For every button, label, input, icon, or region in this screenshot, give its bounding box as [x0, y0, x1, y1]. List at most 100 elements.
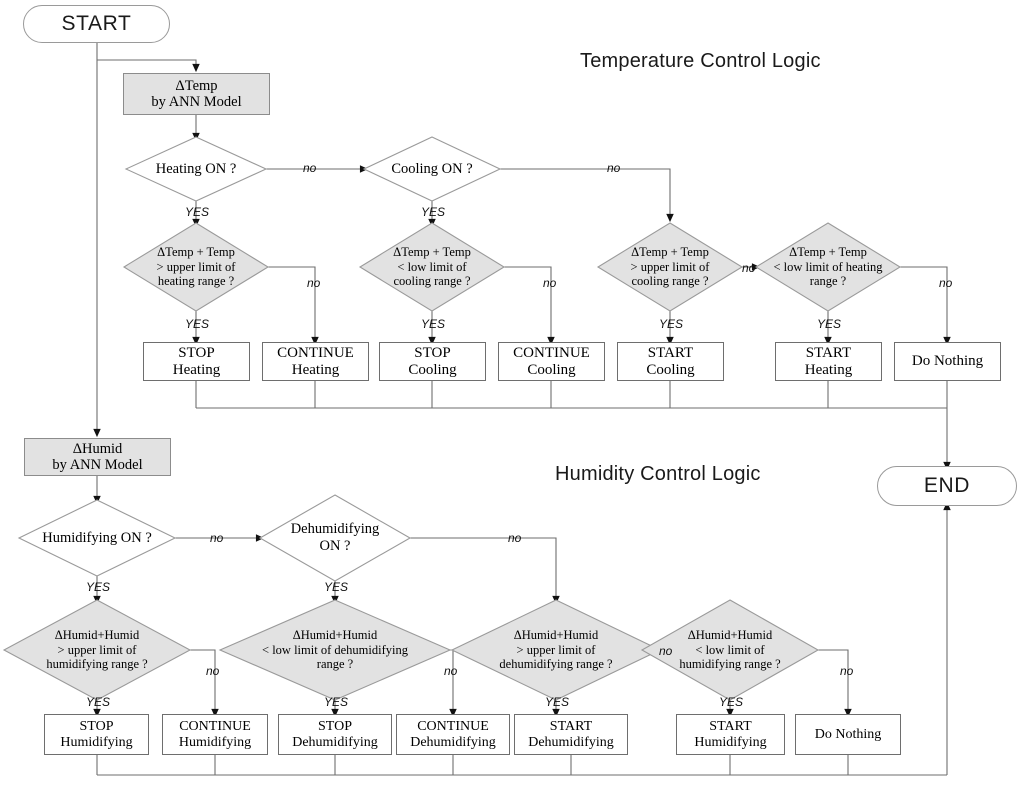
decision-line-1: ΔHumid+Humid	[513, 628, 599, 643]
action-line-2: Dehumidifying	[292, 734, 378, 750]
action-do-nothing-humidity[interactable]: Do Nothing	[795, 714, 901, 755]
action-do-nothing-temperature[interactable]: Do Nothing	[894, 342, 1001, 381]
action-line-1: Do Nothing	[911, 353, 984, 370]
decision-heating-on[interactable]: Heating ON ?	[155, 160, 237, 177]
terminator-start[interactable]: START	[23, 5, 170, 43]
action-line-1: STOP	[318, 718, 352, 734]
action-start-humidifying[interactable]: START Humidifying	[676, 714, 785, 755]
action-line-1: START	[549, 718, 593, 734]
action-line-2: Dehumidifying	[410, 734, 496, 750]
decision-line-2: > upper limit of	[57, 642, 137, 657]
action-continue-dehumidifying[interactable]: CONTINUE Dehumidifying	[396, 714, 510, 755]
section-title-humidity: Humidity Control Logic	[555, 463, 761, 485]
action-line-1: CONTINUE	[179, 718, 251, 734]
action-line-1: CONTINUE	[277, 344, 354, 361]
edge-label-no: no	[607, 161, 621, 175]
decision-line-1: ΔHumid+Humid	[687, 628, 773, 643]
edge-label-yes: YES	[659, 317, 684, 331]
decision-humid-below-dehumidifying-low[interactable]: ΔHumid+Humid < low limit of dehumidifyin…	[226, 624, 444, 676]
edge-label-no: no	[210, 531, 224, 545]
edge-label-no: no	[840, 664, 854, 678]
decision-humidifying-on[interactable]: Humidifying ON ?	[42, 529, 152, 546]
decision-line-2: > upper limit of	[516, 642, 596, 657]
decision-line-1: ΔTemp + Temp	[157, 245, 235, 260]
process-delta-temp-line1: ΔTemp	[175, 77, 218, 94]
decision-line-3: cooling range ?	[393, 274, 471, 289]
decision-line-3: dehumidifying range ?	[499, 657, 613, 672]
decision-line-2: ON ?	[319, 538, 351, 554]
decision-line-2: < low limit of dehumidifying	[262, 642, 408, 657]
action-stop-heating[interactable]: STOP Heating	[143, 342, 250, 381]
decision-humid-above-dehumidifying-upper[interactable]: ΔHumid+Humid > upper limit of dehumidify…	[462, 624, 650, 676]
section-title-temperature: Temperature Control Logic	[580, 50, 821, 72]
action-line-2: Heating	[172, 361, 221, 378]
edge-label-yes: YES	[719, 695, 744, 709]
decision-line-2: < low limit of	[695, 642, 765, 657]
process-delta-humid-ann[interactable]: ΔHumid by ANN Model	[24, 438, 171, 476]
edge-label-no: no	[742, 261, 756, 275]
action-start-heating[interactable]: START Heating	[775, 342, 882, 381]
action-continue-cooling[interactable]: CONTINUE Cooling	[498, 342, 605, 381]
action-line-2: Cooling	[408, 361, 457, 378]
action-line-1: START	[805, 344, 852, 361]
decision-line-3: humidifying range ?	[679, 657, 781, 672]
decision-line-3: cooling range ?	[631, 274, 709, 289]
action-continue-heating[interactable]: CONTINUE Heating	[262, 342, 369, 381]
decision-temp-above-cooling-upper[interactable]: ΔTemp + Temp > upper limit of cooling ra…	[602, 241, 738, 293]
decision-line-2: > upper limit of	[156, 259, 236, 274]
process-delta-humid-line1: ΔHumid	[72, 440, 123, 457]
action-stop-humidifying[interactable]: STOP Humidifying	[44, 714, 149, 755]
edge-label-yes: YES	[324, 695, 349, 709]
action-line-2: Humidifying	[694, 734, 767, 750]
process-delta-temp-ann[interactable]: ΔTemp by ANN Model	[123, 73, 270, 115]
decision-line-1: ΔHumid+Humid	[54, 628, 140, 643]
edge-label-yes: YES	[817, 317, 842, 331]
decision-line-2: < low limit of	[397, 259, 467, 274]
decision-temp-above-heating-upper[interactable]: ΔTemp + Temp > upper limit of heating ra…	[128, 241, 264, 293]
edge-label-no: no	[206, 664, 220, 678]
action-line-2: Humidifying	[60, 734, 133, 750]
action-stop-dehumidifying[interactable]: STOP Dehumidifying	[278, 714, 392, 755]
action-line-1: STOP	[178, 344, 215, 361]
edge-label-yes: YES	[421, 317, 446, 331]
decision-line-2: > upper limit of	[630, 259, 710, 274]
decision-temp-below-cooling-low[interactable]: ΔTemp + Temp < low limit of cooling rang…	[364, 241, 500, 293]
edge-label-no: no	[543, 276, 557, 290]
edge-label-yes: YES	[545, 695, 570, 709]
action-line-2: Humidifying	[178, 734, 252, 750]
action-start-cooling[interactable]: START Cooling	[617, 342, 724, 381]
action-stop-cooling[interactable]: STOP Cooling	[379, 342, 486, 381]
decision-line-3: heating range ?	[157, 274, 235, 289]
edge-label-yes: YES	[185, 205, 210, 219]
decision-line-1: ΔHumid+Humid	[292, 628, 378, 643]
edge-label-no: no	[444, 664, 458, 678]
terminator-end[interactable]: END	[877, 466, 1017, 506]
action-line-2: Cooling	[646, 361, 695, 378]
process-delta-humid-line2: by ANN Model	[52, 457, 143, 473]
decision-line-1: Dehumidifying	[290, 521, 380, 538]
action-line-2: Cooling	[527, 361, 576, 378]
decision-line-3: range ?	[809, 274, 847, 289]
action-line-2: Heating	[291, 361, 340, 378]
action-line-1: STOP	[414, 344, 451, 361]
action-line-1: CONTINUE	[417, 718, 489, 734]
edge-label-yes: YES	[324, 580, 349, 594]
decision-line-3: humidifying range ?	[46, 657, 148, 672]
action-line-1: START	[709, 718, 752, 734]
action-line-1: STOP	[79, 718, 114, 734]
action-line-2: Heating	[804, 361, 853, 378]
decision-temp-below-heating-low[interactable]: ΔTemp + Temp < low limit of heating rang…	[754, 241, 902, 293]
action-start-dehumidifying[interactable]: START Dehumidifying	[514, 714, 628, 755]
action-continue-humidifying[interactable]: CONTINUE Humidifying	[162, 714, 268, 755]
decision-dehumidifying-on[interactable]: Dehumidifying ON ?	[272, 513, 398, 563]
edge-label-no: no	[307, 276, 321, 290]
edge-label-yes: YES	[185, 317, 210, 331]
edge-label-no: no	[508, 531, 522, 545]
decision-cooling-on[interactable]: Cooling ON ?	[391, 160, 473, 177]
action-line-2: Dehumidifying	[528, 734, 614, 750]
edge-label-yes: YES	[86, 695, 111, 709]
decision-humid-above-humidifying-upper[interactable]: ΔHumid+Humid > upper limit of humidifyin…	[10, 624, 184, 676]
process-delta-temp-line2: by ANN Model	[151, 94, 242, 110]
